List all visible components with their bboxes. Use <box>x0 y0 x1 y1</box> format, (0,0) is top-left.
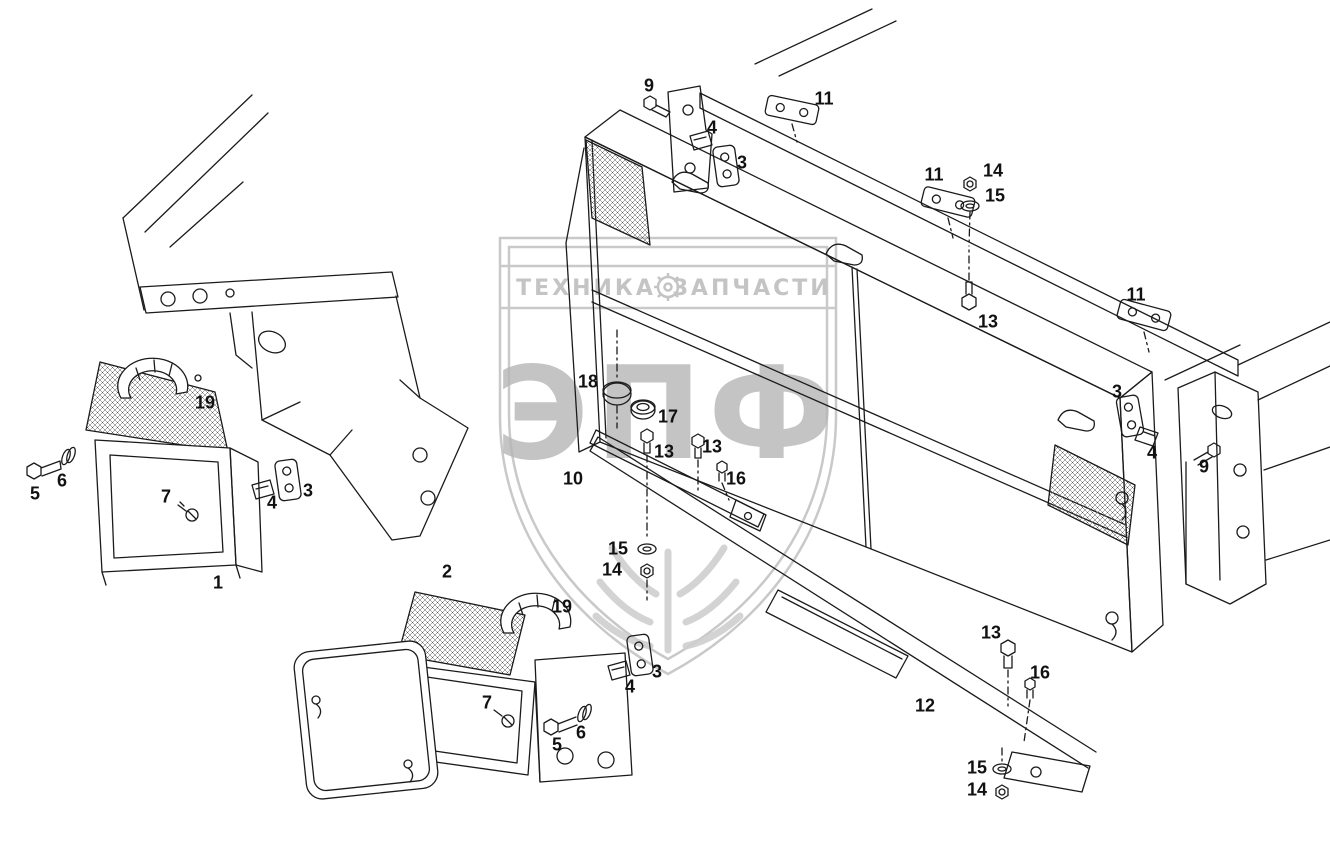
gear-icon <box>654 273 682 301</box>
bracket-3-center <box>626 633 654 677</box>
bracket-11-a <box>764 94 820 126</box>
headlamp-housing-1 <box>85 361 263 586</box>
clamp-19-left <box>117 357 189 399</box>
technical-drawing <box>26 8 1330 800</box>
washer-15-center <box>637 543 657 555</box>
bolt-13-top <box>961 281 977 311</box>
clip-4-left <box>251 479 275 500</box>
bracket-3-left <box>274 458 302 502</box>
washer-15-top <box>960 200 980 212</box>
watermark-band-right: ЗАПЧАСТИ <box>672 276 831 301</box>
frame-bracket <box>122 94 469 541</box>
washer-6-center <box>577 703 592 723</box>
lamp-cover-plate <box>293 640 439 800</box>
washer-6-left <box>61 446 76 466</box>
clip-4-center <box>607 660 631 681</box>
screw-7-left <box>177 501 199 522</box>
laurel-icon <box>592 544 744 654</box>
bolt-16-center <box>716 460 728 482</box>
right-bracket <box>1177 365 1330 605</box>
nut-14-center <box>640 563 654 579</box>
cap-17 <box>630 399 656 420</box>
clip-4-top <box>689 130 713 151</box>
nut-14-bottom <box>995 784 1009 800</box>
bolt-13-center-a <box>640 428 654 454</box>
bracket-11-c <box>1116 298 1172 332</box>
nut-14-top <box>963 176 977 192</box>
watermark-band-left: ТЕХНИКА <box>516 276 656 301</box>
bolt-13-center-b <box>691 433 705 459</box>
hook-icon <box>1115 491 1129 521</box>
hook-icon <box>1105 611 1119 641</box>
bolt-9-right <box>1193 442 1221 466</box>
hook-icon <box>311 695 322 719</box>
clamp-19-center <box>500 592 572 634</box>
bolt-16-bottom <box>1024 677 1036 699</box>
clip-4-right <box>1134 426 1159 447</box>
bolt-9-top <box>643 95 671 118</box>
hook-icon <box>403 759 414 783</box>
bracket-11-b <box>920 186 976 218</box>
bolt-13-bottom <box>1000 639 1016 669</box>
screw-7-center <box>493 709 515 728</box>
top-rail <box>667 8 1330 381</box>
bolt-5-center <box>543 716 578 736</box>
bottom-rail-12 <box>589 436 1097 793</box>
assembly-axis <box>791 123 1150 353</box>
radiator-panel <box>565 109 1164 653</box>
watermark-shield <box>498 236 838 676</box>
bolt-5-left <box>26 460 62 480</box>
watermark: ТЕХНИКА ЗАПЧАСТИ ЭПФ <box>495 236 838 676</box>
washer-15-bottom <box>992 763 1012 775</box>
assembly-axis <box>1001 669 1031 763</box>
bracket-3-top <box>712 144 740 188</box>
bracket-3-right <box>1115 394 1145 438</box>
cap-18 <box>602 381 632 406</box>
